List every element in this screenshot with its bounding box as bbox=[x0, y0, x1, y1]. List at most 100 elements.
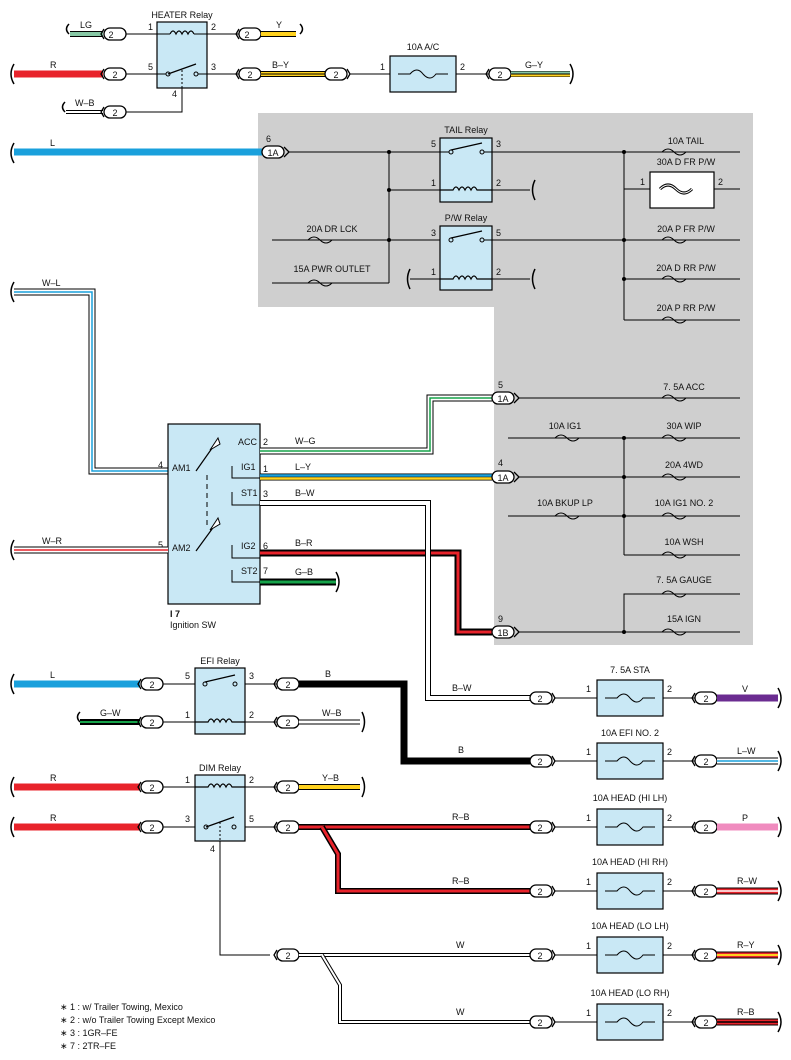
pw-relay-box bbox=[439, 225, 493, 291]
fuse-ig1-no2-label: 10A IG1 NO. 2 bbox=[655, 498, 714, 508]
wire-w-label: W bbox=[456, 940, 465, 950]
pin-label: 4 bbox=[498, 458, 503, 468]
wire-wb-label: W–B bbox=[75, 98, 95, 108]
conn-label: 2 bbox=[703, 1018, 708, 1028]
st1-label: ST1 bbox=[241, 488, 258, 498]
fuse-head-lo-rh-label: 10A HEAD (LO RH) bbox=[590, 988, 669, 998]
conn-label: 2 bbox=[285, 951, 290, 961]
wire-by-label: B–Y bbox=[272, 60, 289, 70]
pin-label: 2 bbox=[496, 267, 501, 277]
pin-label: 3 bbox=[263, 489, 268, 499]
head-hi-rh: 2 10A HEAD (HI RH) 1 2 2 R–W bbox=[529, 857, 782, 910]
head-lo-rh: 2 10A HEAD (LO RH) 1 2 2 R–B bbox=[529, 988, 782, 1041]
pin-label: 3 bbox=[496, 139, 501, 149]
pin-label: 4 bbox=[172, 89, 177, 99]
pin-label: 3 bbox=[431, 228, 436, 238]
heater-relay-section: LG 2 HEATER Relay 1 2 5 3 4 2 Y R 2 bbox=[10, 10, 574, 119]
wire-rb3-label: R–B bbox=[737, 1007, 755, 1017]
conn-label: 2 bbox=[149, 783, 154, 793]
pin-label: 5 bbox=[249, 814, 254, 824]
wire-r3-label: R bbox=[50, 813, 57, 823]
fuse-head-hi-rh-label: 10A HEAD (HI RH) bbox=[592, 857, 668, 867]
st2-label: ST2 bbox=[241, 566, 258, 576]
conn-label: 1A bbox=[497, 473, 508, 483]
pin-label: 3 bbox=[211, 62, 216, 72]
conn-label: 2 bbox=[497, 70, 502, 80]
pin-label: 1 bbox=[431, 178, 436, 188]
fuse-wip-label: 30A WIP bbox=[666, 421, 701, 431]
footnotes: ∗ 1 : w/ Trailer Towing, Mexico ∗ 2 : w/… bbox=[60, 1002, 215, 1051]
pin-label: 5 bbox=[431, 139, 436, 149]
pin-label: 5 bbox=[185, 671, 190, 681]
wire-wb2-label: W–B bbox=[322, 708, 342, 718]
fuse-sta-label: 7. 5A STA bbox=[610, 665, 650, 675]
note-1: ∗ 1 : w/ Trailer Towing, Mexico bbox=[60, 1002, 183, 1012]
pin-label: 5 bbox=[158, 540, 163, 550]
tail-pw-section: L 1A 6 TAIL Relay 5 3 1 2 10A TAIL 30A D… bbox=[10, 125, 740, 324]
pin-label: 7 bbox=[263, 566, 268, 576]
fuse-dr-lck-label: 20A DR LCK bbox=[306, 224, 357, 234]
wire-wl-label: W–L bbox=[42, 278, 61, 288]
pin-label: 3 bbox=[185, 814, 190, 824]
wire-gb-label: G–B bbox=[295, 567, 313, 577]
am2-label: AM2 bbox=[172, 543, 191, 553]
pin-label: 6 bbox=[263, 541, 268, 551]
wire-r2-label: R bbox=[50, 773, 57, 783]
conn-label: 2 bbox=[703, 887, 708, 897]
conn-label: 2 bbox=[112, 70, 117, 80]
pin-label: 1 bbox=[586, 684, 591, 694]
note-4: ∗ 7 : 2TR–FE bbox=[60, 1041, 116, 1051]
fuse-head-hi-lh-label: 10A HEAD (HI LH) bbox=[593, 793, 668, 803]
conn-label: 2 bbox=[703, 951, 708, 961]
pin-label: 2 bbox=[667, 877, 672, 887]
pw-relay-title: P/W Relay bbox=[445, 213, 488, 223]
pin-label: 1 bbox=[586, 877, 591, 887]
fuse-pwr-outlet-label: 15A PWR OUTLET bbox=[293, 264, 371, 274]
conn-label: 2 bbox=[285, 823, 290, 833]
wire-yb-label: Y–B bbox=[322, 773, 339, 783]
fuse-tail-label: 10A TAIL bbox=[668, 136, 704, 146]
fuse-efi-no2-label: 10A EFI NO. 2 bbox=[601, 728, 659, 738]
pin-label: 2 bbox=[667, 1008, 672, 1018]
fuse-ign-label: 15A IGN bbox=[667, 614, 701, 624]
acc-label: ACC bbox=[238, 437, 258, 447]
conn-label: 2 bbox=[285, 783, 290, 793]
pin-label: 2 bbox=[460, 62, 465, 72]
note-3: ∗ 3 : 1GR–FE bbox=[60, 1028, 118, 1038]
pin-label: 2 bbox=[667, 684, 672, 694]
fuse-head-lo-lh-label: 10A HEAD (LO LH) bbox=[591, 921, 669, 931]
wire-bw-label-2: B–W bbox=[452, 683, 472, 693]
pin-label: 2 bbox=[249, 775, 254, 785]
conn-label: 2 bbox=[149, 823, 154, 833]
pin-label: 2 bbox=[211, 22, 216, 32]
junction-block-area bbox=[258, 113, 753, 645]
tail-relay-title: TAIL Relay bbox=[444, 125, 488, 135]
conn-label: 2 bbox=[537, 951, 542, 961]
wire-y-label: Y bbox=[276, 20, 282, 30]
fuse-acc-label: 7. 5A ACC bbox=[663, 382, 705, 392]
am1-label: AM1 bbox=[172, 463, 191, 473]
conn-label: 2 bbox=[333, 70, 338, 80]
pin-label: 2 bbox=[496, 178, 501, 188]
pin-label: 1 bbox=[586, 1008, 591, 1018]
wire-lw-label: L–W bbox=[737, 746, 756, 756]
pin-label: 1 bbox=[185, 710, 190, 720]
wire-rb-label-2: R–B bbox=[452, 876, 470, 886]
conn-label: 1B bbox=[497, 628, 508, 638]
wire-r-label: R bbox=[50, 60, 57, 70]
fuse-d-rr-pw-label: 20A D RR P/W bbox=[656, 263, 716, 273]
conn-label: 2 bbox=[285, 718, 290, 728]
pin-label: 9 bbox=[498, 614, 503, 624]
conn-label: 2 bbox=[537, 694, 542, 704]
pin-label: 4 bbox=[158, 460, 163, 470]
fuse-ig1-label: 10A IG1 bbox=[549, 421, 582, 431]
pin-label: 1 bbox=[431, 267, 436, 277]
wire-l-label: L bbox=[50, 138, 55, 148]
conn-label: 2 bbox=[537, 823, 542, 833]
conn-label: 2 bbox=[285, 680, 290, 690]
ignition-section: W–L 4 AM1 5 AM2 ACC IG1 ST1 IG2 ST2 2 1 … bbox=[10, 278, 740, 701]
wire-ry-label: R–Y bbox=[737, 940, 755, 950]
pin-label: 3 bbox=[249, 671, 254, 681]
conn-label: 2 bbox=[703, 694, 708, 704]
